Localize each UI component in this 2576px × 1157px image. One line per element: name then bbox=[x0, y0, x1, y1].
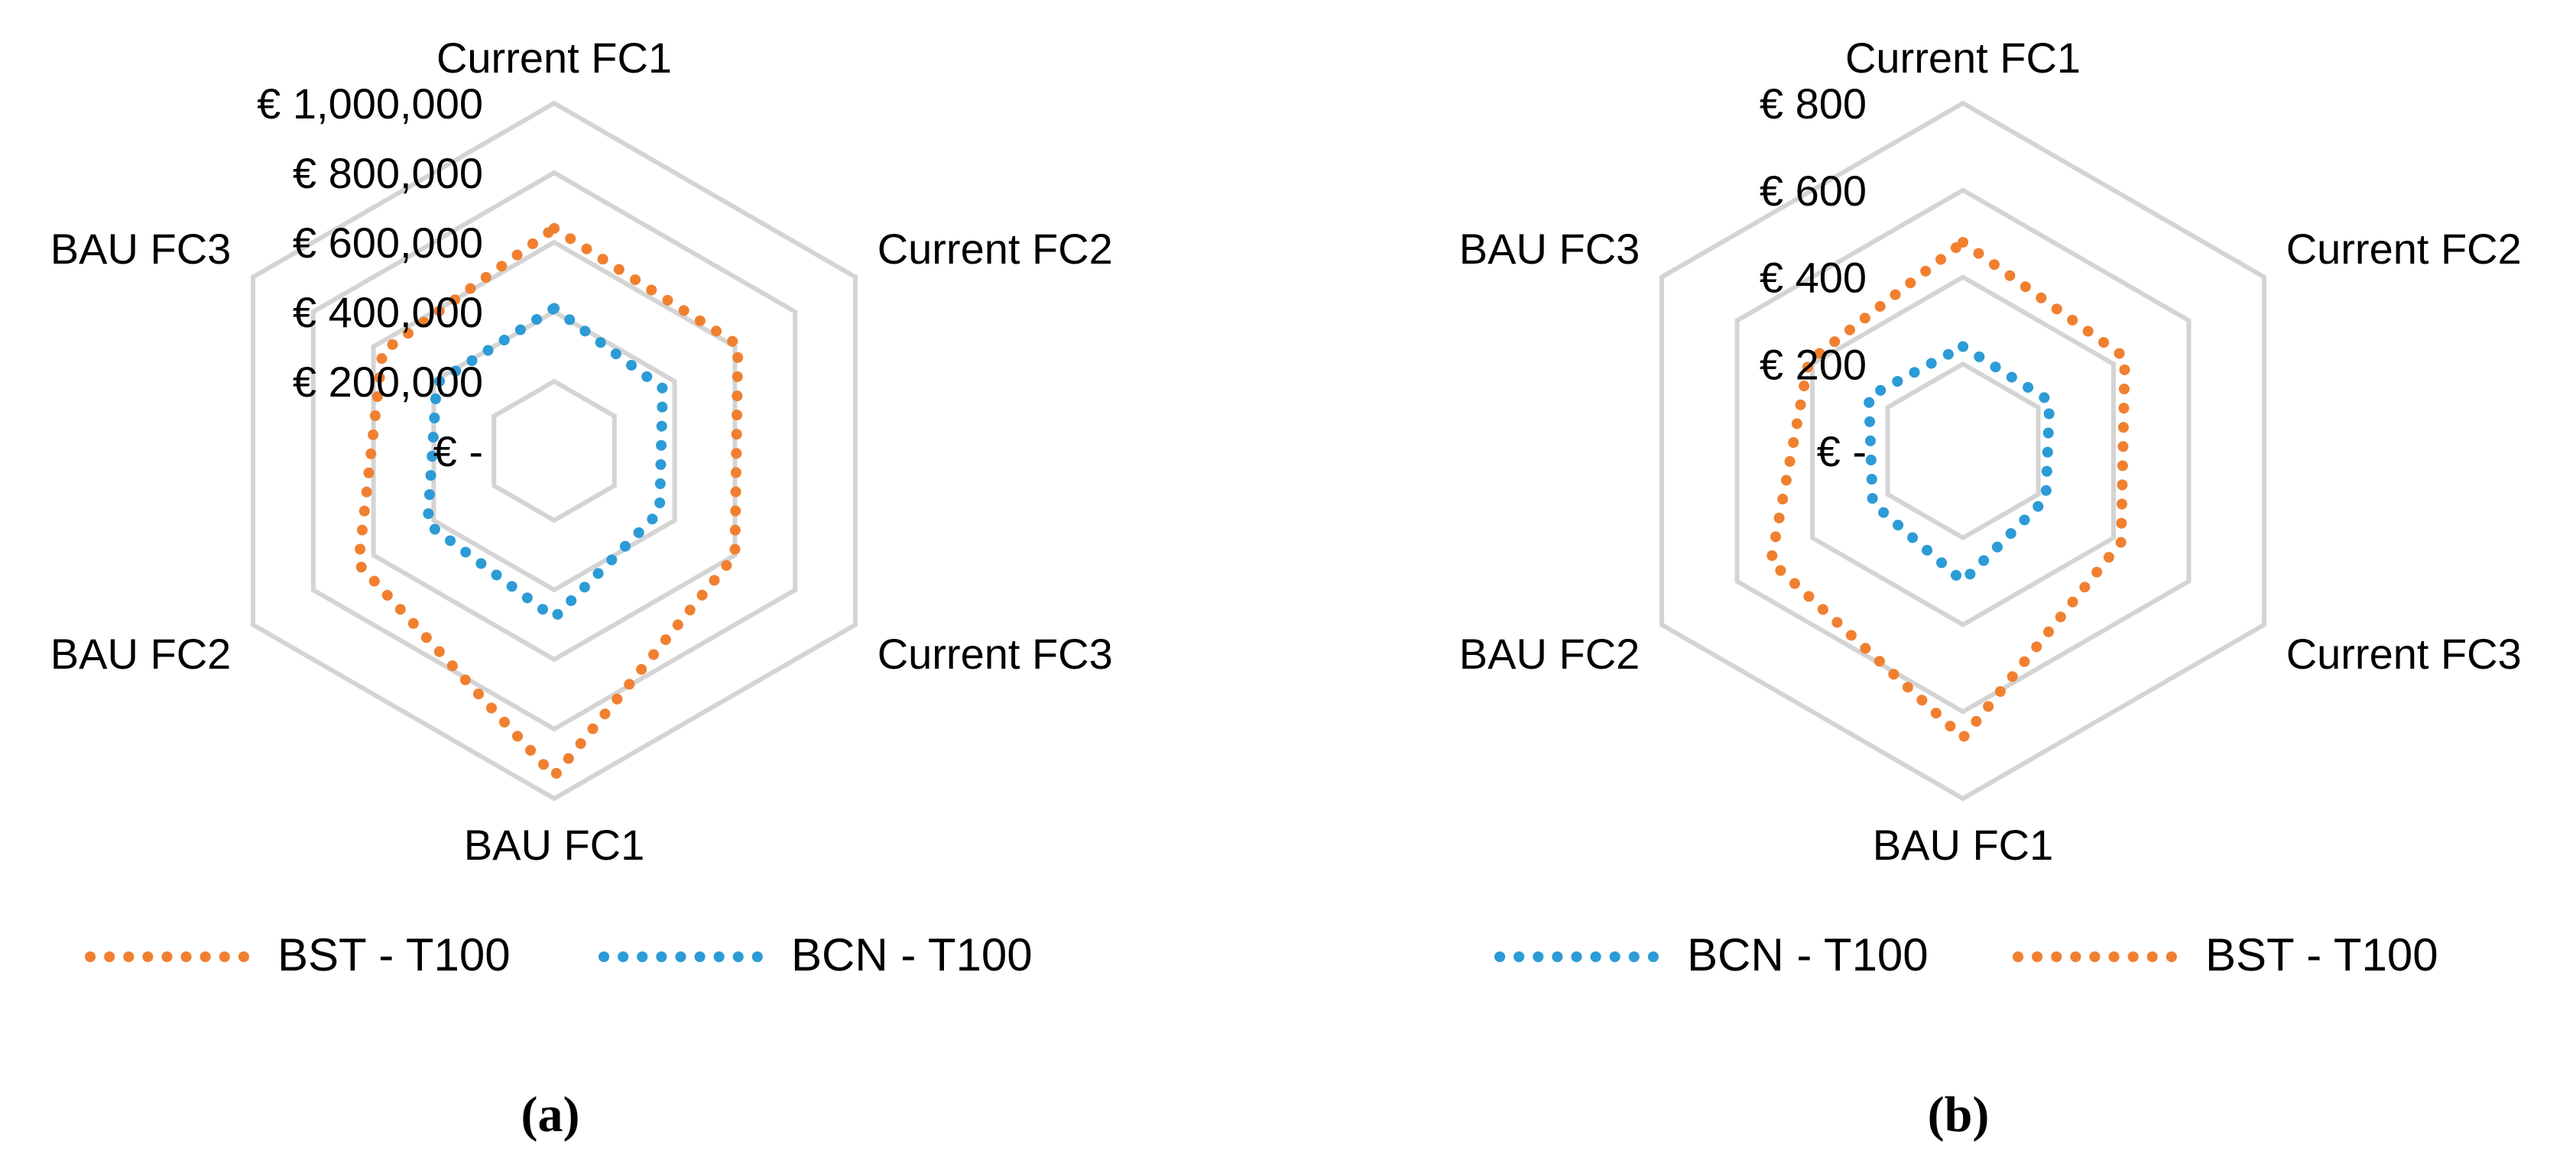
axis-label: BAU FC1 bbox=[464, 821, 645, 869]
series-line bbox=[1765, 235, 2130, 746]
chart-legend: BST - T100 BCN - T100 bbox=[85, 929, 1033, 980]
panel-label: (a) bbox=[521, 1087, 580, 1142]
tick-label: € 400,000 bbox=[293, 288, 483, 336]
radar-series bbox=[1765, 235, 2130, 746]
axis-label: Current FC3 bbox=[878, 630, 1113, 678]
grid-ring bbox=[1810, 274, 2116, 627]
grid-ring bbox=[251, 100, 858, 802]
legend-label: BCN - T100 bbox=[791, 929, 1033, 980]
tick-label: € - bbox=[1817, 427, 1867, 475]
tick-label: € 400 bbox=[1760, 254, 1867, 302]
grid-ring bbox=[492, 378, 617, 523]
tick-label: € 600,000 bbox=[293, 219, 483, 267]
legend-item: BST - T100 bbox=[2013, 929, 2438, 980]
axis-label: Current FC1 bbox=[436, 34, 672, 82]
tick-label: € 800 bbox=[1760, 79, 1867, 128]
axis-label: Current FC2 bbox=[2286, 225, 2522, 273]
grid-ring bbox=[1659, 100, 2266, 802]
tick-label: € 200,000 bbox=[293, 358, 483, 406]
series-line bbox=[1863, 340, 2055, 589]
chart-legend: BCN - T100 BST - T100 bbox=[1494, 929, 2438, 980]
axis-label: BAU FC2 bbox=[50, 630, 232, 678]
radar-series bbox=[352, 222, 744, 785]
tick-label: € 600 bbox=[1760, 167, 1867, 215]
axis-label: BAU FC3 bbox=[1459, 225, 1640, 273]
radar-grid bbox=[1659, 100, 2266, 802]
panel-label: (b) bbox=[1928, 1087, 1990, 1142]
axis-label: BAU FC2 bbox=[1459, 630, 1640, 678]
tick-label: € 800,000 bbox=[293, 149, 483, 197]
axis-label: Current FC3 bbox=[2286, 630, 2522, 678]
legend-item: BST - T100 bbox=[85, 929, 511, 980]
legend-item: BCN - T100 bbox=[1494, 929, 1929, 980]
legend-label: BST - T100 bbox=[2205, 929, 2438, 980]
tick-label: € 200 bbox=[1760, 340, 1867, 388]
grid-ring bbox=[1885, 361, 2041, 541]
legend-label: BCN - T100 bbox=[1687, 929, 1929, 980]
axis-label: BAU FC1 bbox=[1873, 821, 2054, 869]
grid-ring bbox=[310, 170, 798, 732]
radar-tick-labels: € - € 200 € 400 € 600 € 800 bbox=[1760, 79, 1867, 475]
radar-tick-labels: € - € 200,000 € 400,000 € 600,000 € 800,000 €… bbox=[257, 79, 483, 475]
axis-label: Current FC1 bbox=[1845, 34, 2081, 82]
axis-label: BAU FC3 bbox=[50, 225, 232, 273]
legend-item: BCN - T100 bbox=[599, 929, 1033, 980]
legend-label: BST - T100 bbox=[277, 929, 511, 980]
axis-label: Current FC2 bbox=[878, 225, 1113, 273]
grid-ring bbox=[431, 309, 677, 593]
grid-ring bbox=[1734, 187, 2192, 715]
tick-label: € - bbox=[433, 427, 483, 475]
grid-ring bbox=[371, 239, 738, 663]
tick-label: € 1,000,000 bbox=[257, 79, 483, 128]
radar-grid bbox=[251, 100, 858, 802]
